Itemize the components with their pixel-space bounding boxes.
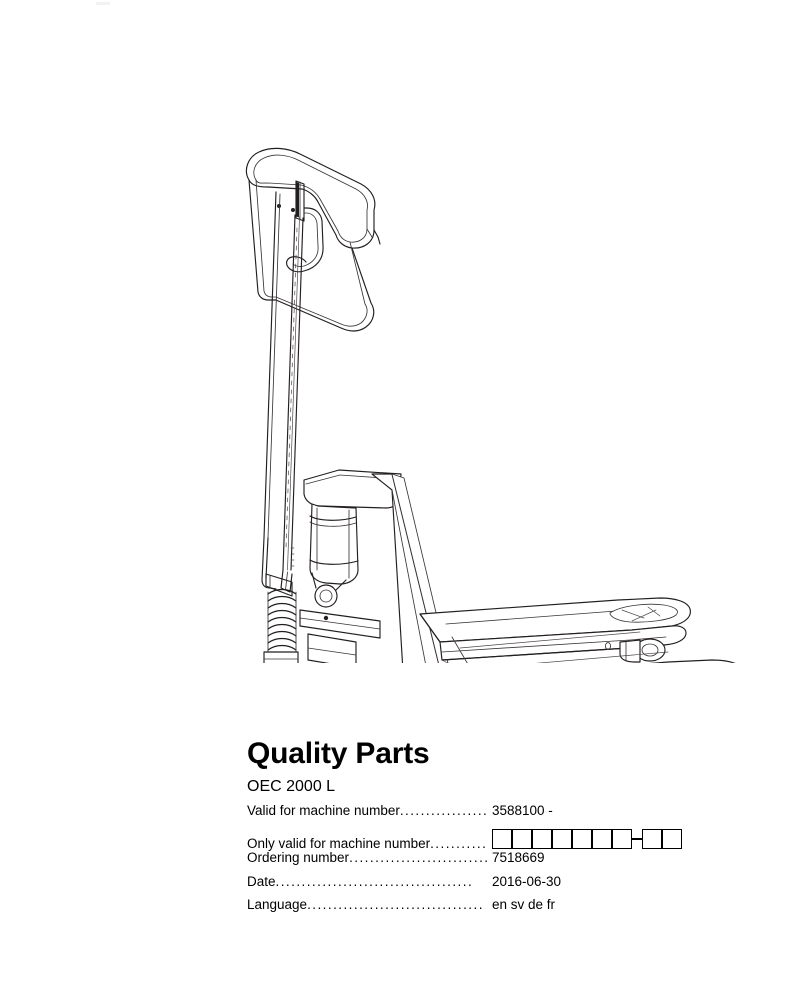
page-title: Quality Parts (247, 737, 430, 770)
spec-row-date: Date ...................................… (247, 874, 707, 898)
hand-pallet-truck-icon (245, 147, 736, 663)
machine-number-field[interactable] (492, 827, 707, 849)
dot-leader: ........................................… (307, 897, 485, 912)
machine-number-separator-dash (632, 837, 642, 840)
machine-number-box[interactable] (572, 828, 592, 849)
tiller-handle-group (245, 147, 381, 332)
machine-number-box[interactable] (492, 828, 512, 849)
spec-label: Date (247, 873, 276, 889)
machine-number-box[interactable] (512, 828, 532, 849)
machine-number-box[interactable] (552, 828, 572, 849)
dot-leader: .................... (399, 803, 489, 818)
load-roller-rear (619, 638, 666, 663)
spec-row-language: Language ...............................… (247, 897, 707, 921)
spec-label: Valid for machine number (247, 803, 400, 818)
machine-number-boxes[interactable] (492, 828, 707, 850)
spec-label: Only valid for machine number (247, 835, 431, 851)
dot-leader: ........... (430, 835, 488, 851)
machine-number-box[interactable] (662, 828, 682, 849)
hydraulic-pump-group (263, 469, 402, 663)
machine-number-box[interactable] (532, 828, 552, 849)
machine-number-box[interactable] (612, 828, 632, 849)
spec-row-only-valid-for-machine-number: Only valid for machine number ..........… (247, 827, 707, 851)
spec-label: Ordering number (247, 850, 350, 865)
spec-row-ordering-number: Ordering number ........................… (247, 850, 707, 874)
spec-value-ordering-number: 7518669 (492, 850, 545, 865)
spec-value-date: 2016-06-30 (492, 873, 562, 889)
spec-row-valid-for-machine-number: Valid for machine number ...............… (247, 803, 707, 827)
forks-group (419, 597, 736, 663)
pallet-truck-illustration (0, 118, 789, 663)
dot-leader: ................................ (349, 850, 489, 865)
return-spring-icon (267, 588, 297, 653)
dot-leader: ...................................... (275, 873, 474, 889)
title-block: Quality Parts OEC 2000 L Valid for machi… (247, 737, 707, 921)
spec-label: Language (247, 897, 308, 912)
tiller-arm-group (261, 191, 304, 593)
machine-number-box[interactable] (592, 828, 612, 849)
machine-number-box-group-1[interactable] (492, 828, 632, 849)
spec-value-valid-for-machine-number: 3588100 - (492, 803, 553, 818)
model-designation: OEC 2000 L (247, 778, 336, 795)
spec-value-language: en sv de fr (492, 897, 556, 912)
machine-number-box[interactable] (642, 828, 662, 849)
registration-mark-icon (96, 2, 110, 5)
machine-number-box-group-2[interactable] (642, 828, 682, 849)
